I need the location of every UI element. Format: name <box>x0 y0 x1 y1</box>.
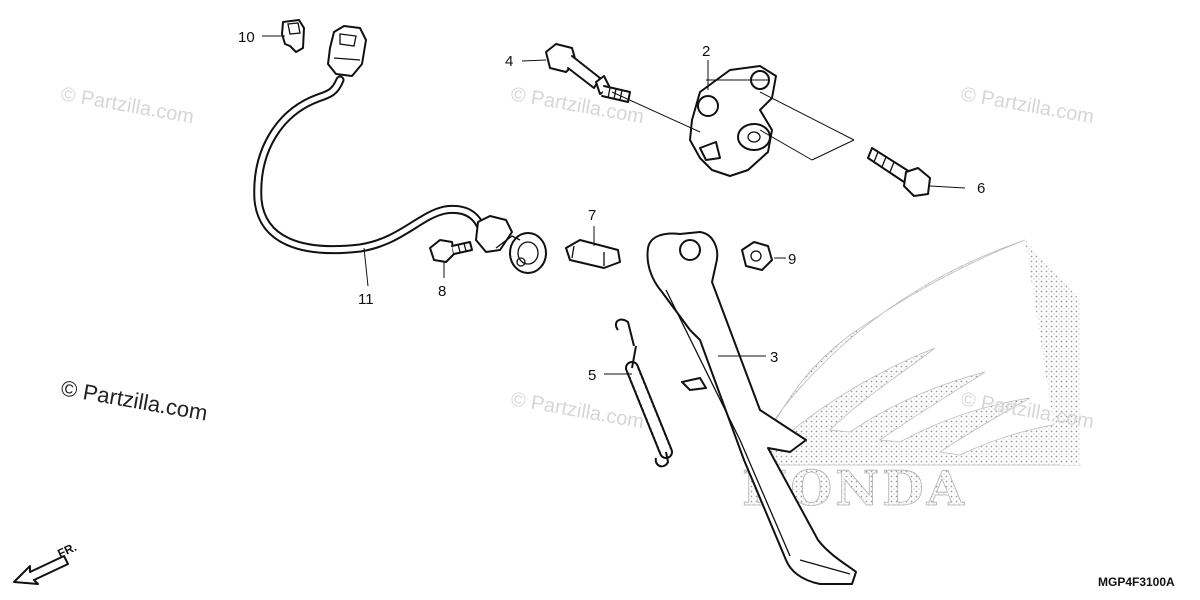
callout-9: 9 <box>788 251 796 268</box>
front-arrow-icon <box>13 555 69 585</box>
diagram-code: MGP4F3100A <box>1098 575 1175 589</box>
part-10-clip <box>281 19 305 53</box>
part-2-bracket <box>689 65 777 177</box>
part-9-nut <box>741 241 773 271</box>
callout-11: 11 <box>358 291 374 308</box>
callout-6: 6 <box>977 180 985 197</box>
callout-5: 5 <box>588 367 596 384</box>
callout-2: 2 <box>702 43 710 60</box>
honda-wing-logo: HONDA <box>742 239 1081 517</box>
part-7-pin <box>565 239 621 269</box>
watermark-faint-3: © Partzilla.com <box>959 83 1096 128</box>
leader-lines <box>262 35 966 375</box>
callout-4: 4 <box>505 53 513 70</box>
watermark-faint-1: © Partzilla.com <box>59 83 196 128</box>
front-direction-label: FR. <box>55 540 78 561</box>
part-3-side-stand <box>646 231 857 585</box>
wing-tip-shape <box>1025 240 1080 465</box>
callouts: 10 4 2 6 7 9 8 11 3 5 <box>238 29 985 384</box>
front-direction-indicator: FR. <box>13 540 79 585</box>
part-4-bolt <box>545 43 631 103</box>
callout-8: 8 <box>438 283 446 300</box>
part-11-sensor-harness <box>253 25 547 274</box>
callout-10: 10 <box>238 29 255 46</box>
callout-3: 3 <box>770 349 778 366</box>
callout-7: 7 <box>588 207 596 224</box>
watermark-faint-4: © Partzilla.com <box>509 388 646 433</box>
part-8-bolt <box>429 239 473 263</box>
watermark-main: © Partzilla.com <box>59 375 209 425</box>
part-6-bolt <box>867 147 931 197</box>
part-5-spring <box>614 318 673 468</box>
